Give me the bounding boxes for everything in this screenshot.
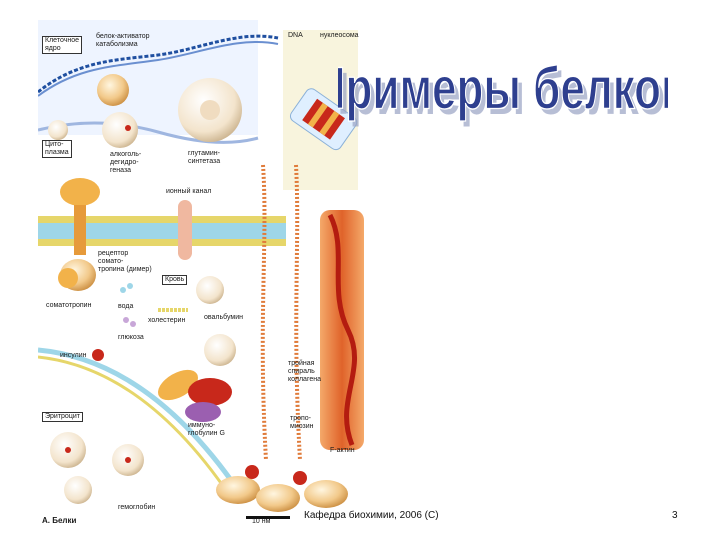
immunoglobulin-g <box>158 369 232 422</box>
activator-protein <box>97 74 129 106</box>
label-ion-channel: ионный канал <box>166 188 212 195</box>
label-dna: DNA <box>288 32 303 39</box>
myosin-heads <box>216 465 348 512</box>
footer-text: Кафедра биохимии, 2006 (С) <box>304 510 439 521</box>
label-nucleus: Клеточное ядро <box>42 36 82 54</box>
collagen-triple-helix <box>260 164 302 461</box>
label-activator: белок-активатор катаболизма <box>96 33 150 48</box>
ion-channel <box>178 200 192 260</box>
label-cholesterol: холестерин <box>148 317 186 324</box>
label-collagen: тройная спираль коллагена <box>288 360 321 383</box>
figure-drawing <box>37 20 364 519</box>
label-glutamine: глутамин- синтетаза <box>188 150 221 165</box>
slide-title: Примеры белков Примеры белков <box>313 52 692 132</box>
label-insulin: инсулин <box>60 352 87 359</box>
label-somatotropin: соматотропин <box>46 302 92 309</box>
label-ovalbumin: овальбумин <box>204 314 244 321</box>
label-nucleosome: нуклеосома <box>320 32 359 39</box>
somatotropin-receptor <box>60 178 100 291</box>
label-panel: А. Белки <box>42 516 77 525</box>
label-erythrocyte: Эритроцит <box>42 412 83 422</box>
page-number: 3 <box>672 510 678 521</box>
insulin <box>92 349 104 361</box>
adh-protein <box>102 112 138 148</box>
dna-strand <box>37 34 279 94</box>
title-shadow: Примеры белков <box>338 62 668 128</box>
label-adh: алкоголь- дегидро- геназа <box>110 151 142 174</box>
label-receptor: рецептор сомато- тропина (димер) <box>98 250 152 273</box>
label-glucose: глюкоза <box>118 334 144 341</box>
label-immunoglobulin: иммуно- глобулин G <box>188 422 225 437</box>
protein-figure: Клеточное ядро белок-активатор катаболиз… <box>37 20 380 530</box>
label-hemoglobin: гемоглобин <box>118 504 156 511</box>
title-text: Примеры белков <box>338 56 668 122</box>
label-f-actin: F-актин <box>330 447 355 454</box>
cell-membrane <box>38 216 286 246</box>
label-scale: 10 нм <box>252 518 271 525</box>
label-water: вода <box>118 303 134 310</box>
label-blood: Кровь <box>162 275 188 285</box>
erythrocyte-membrane <box>37 347 241 492</box>
ovalbumin <box>196 276 224 304</box>
label-tropomyosin: тропо- миозин <box>290 415 314 430</box>
f-actin <box>320 210 364 450</box>
title-wordart: Примеры белков Примеры белков <box>313 56 692 128</box>
label-cytoplasm: Цито- плазма <box>42 140 72 158</box>
scale-bar <box>246 516 290 519</box>
nucleosome <box>289 88 358 151</box>
tropomyosin <box>327 213 358 446</box>
